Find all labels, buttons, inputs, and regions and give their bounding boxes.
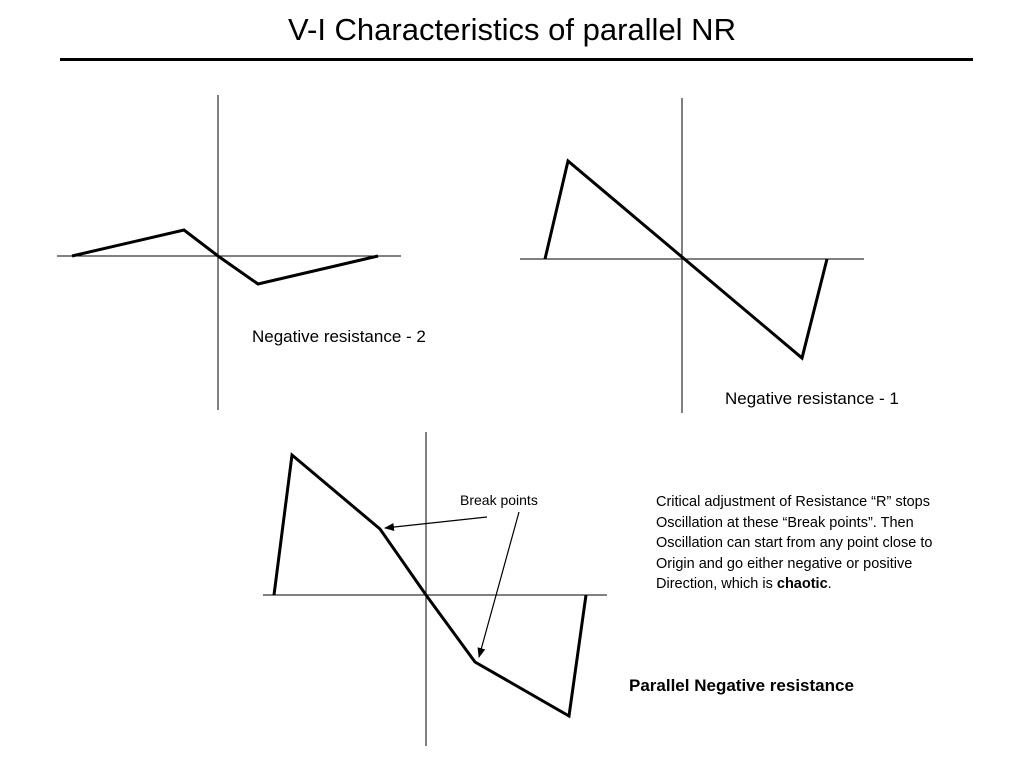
chaos-explanation-note: Critical adjustment of Resistance “R” st… — [656, 492, 996, 595]
parallel-characteristic-curve — [272, 452, 588, 719]
graph-negative-resistance-1 — [520, 98, 864, 413]
break-point-arrow-upper — [384, 516, 488, 532]
nr2-characteristic-curve — [71, 228, 379, 286]
nr1-caption: Negative resistance - 1 — [725, 389, 899, 408]
parallel-caption: Parallel Negative resistance — [629, 676, 854, 695]
note-line-5-prefix: Direction, which is — [656, 576, 777, 592]
note-line-4: Origin and go either negative or positiv… — [656, 555, 913, 572]
note-line-2: Oscillation at these “Break points”. The… — [656, 514, 914, 531]
note-line-5: Direction, which is chaotic. — [656, 574, 996, 595]
note-line-1: Critical adjustment of Resistance “R” st… — [656, 494, 930, 510]
slide-title: V-I Characteristics of parallel NR — [288, 12, 736, 47]
nr1-characteristic-curve — [543, 158, 829, 361]
graph-parallel-negative-resistance — [263, 432, 607, 746]
note-line-5-suffix: . — [827, 576, 832, 592]
break-points-annotation: Break points — [460, 492, 538, 508]
graph-negative-resistance-2 — [57, 95, 401, 410]
break-point-arrow-lower — [477, 511, 520, 658]
chaotic-emphasis: chaotic — [776, 576, 828, 592]
nr2-caption: Negative resistance - 2 — [252, 327, 426, 346]
title-divider — [60, 58, 973, 61]
note-line-3: Oscillation can start from any point clo… — [656, 535, 933, 551]
